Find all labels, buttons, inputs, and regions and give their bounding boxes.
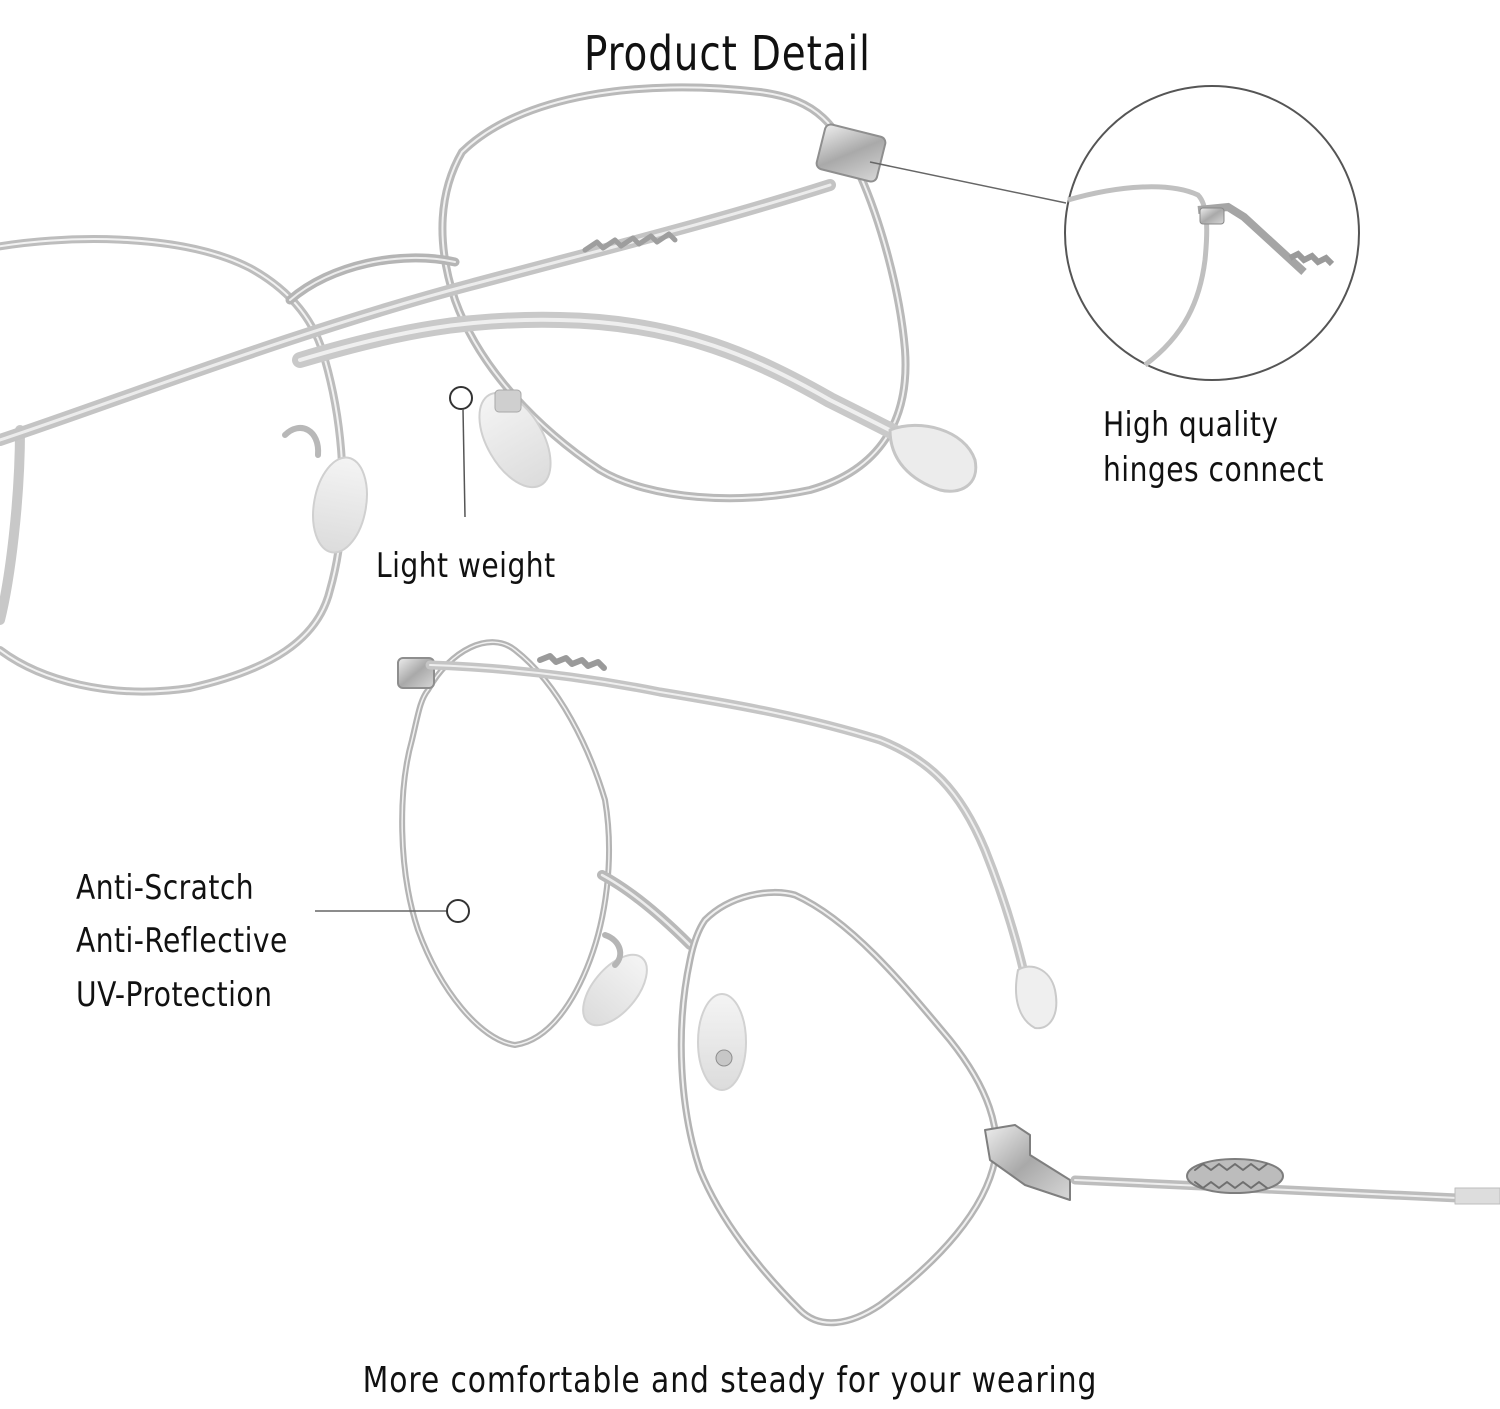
lens-feature-anti-reflective: Anti-Reflective xyxy=(76,921,288,962)
hinge-zoom-circle xyxy=(1064,85,1360,381)
hinge-callout-line xyxy=(869,161,1067,204)
nose-pad-bottom xyxy=(582,953,648,1027)
glasses-top-view xyxy=(0,83,978,696)
lens-features-label: Anti-Scratch Anti-Reflective UV-Protecti… xyxy=(76,862,288,1022)
front-lens-rim xyxy=(677,888,1000,1327)
nose-pad xyxy=(478,391,552,489)
page-title: Product Detail xyxy=(584,26,871,83)
footer-tagline: More comfortable and steady for your wea… xyxy=(362,1360,1098,1401)
temple-ornament xyxy=(1186,1158,1284,1194)
hinges-callout-label: High quality hinges connect xyxy=(1103,403,1324,493)
light-weight-label: Light weight xyxy=(376,546,556,586)
hinge-callout xyxy=(869,85,1360,381)
front-hinge xyxy=(984,1124,1071,1201)
back-temple xyxy=(425,660,1035,1005)
callout-dot-icon xyxy=(449,386,473,410)
glasses-bottom-view xyxy=(397,639,1500,1327)
callout-dot-icon xyxy=(446,899,470,923)
temple-tip xyxy=(888,423,978,493)
back-hinge xyxy=(397,657,435,689)
left-lens-rim xyxy=(0,235,347,696)
hinge-block xyxy=(815,123,887,183)
bridge-bottom xyxy=(597,870,695,950)
lens-feature-uv-protection: UV-Protection xyxy=(76,974,273,1015)
temple-engraving xyxy=(582,231,678,253)
hinges-callout-line-1: High quality xyxy=(1103,405,1279,445)
back-temple-tip xyxy=(1014,965,1058,1030)
temple-arm-back xyxy=(292,311,943,463)
back-lens-rim xyxy=(399,639,612,1048)
light-weight-callout xyxy=(449,386,473,518)
lens-callout xyxy=(315,899,470,923)
hinges-callout-line-2: hinges connect xyxy=(1103,449,1324,490)
lens-feature-anti-scratch: Anti-Scratch xyxy=(76,868,255,908)
